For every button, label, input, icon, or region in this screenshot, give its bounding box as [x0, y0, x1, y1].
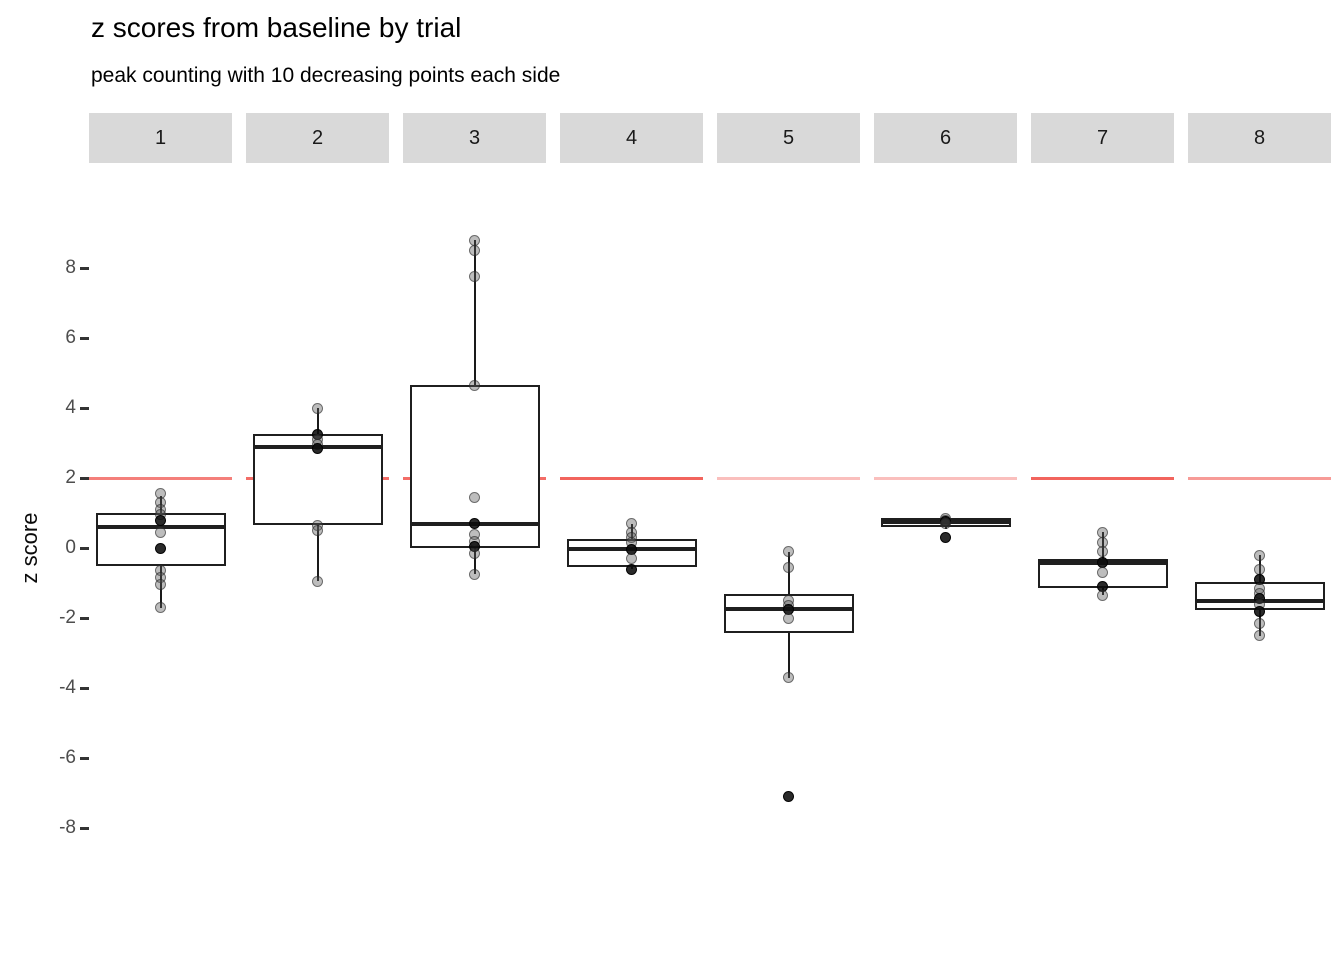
facet-strip-7: 7 — [1031, 113, 1174, 163]
data-point — [626, 553, 637, 564]
reference-line — [89, 476, 232, 480]
facet-strip-label: 6 — [939, 126, 952, 149]
data-point — [783, 546, 794, 557]
y-tick-label: 0 — [65, 537, 76, 558]
chart-subtitle: peak counting with 10 decreasing points … — [91, 64, 561, 87]
facet-panel-2 — [246, 163, 389, 953]
data-point — [469, 245, 480, 256]
reference-line — [560, 476, 703, 480]
data-point — [469, 234, 480, 246]
facet-strip-4: 4 — [560, 113, 703, 163]
data-point — [1097, 589, 1108, 601]
data-point — [1254, 549, 1265, 561]
data-point — [469, 568, 480, 580]
data-point — [469, 271, 480, 283]
y-tick-label: 4 — [65, 397, 76, 418]
facet-strip-2: 2 — [246, 113, 389, 163]
y-tick-mark — [80, 616, 89, 620]
data-point — [1254, 563, 1265, 575]
reference-line — [874, 476, 1017, 480]
data-point — [940, 518, 951, 529]
data-point — [626, 563, 637, 575]
facet-strip-label: 3 — [468, 126, 481, 149]
data-point — [155, 542, 166, 554]
y-tick-label: 2 — [65, 467, 76, 488]
y-tick-label: 8 — [65, 257, 76, 278]
facet-panel-1 — [89, 163, 232, 953]
y-tick-mark — [80, 336, 89, 340]
data-point — [469, 547, 480, 559]
y-tick-mark — [80, 756, 89, 760]
facet-strip-6: 6 — [874, 113, 1017, 163]
facet-panel-8 — [1188, 163, 1331, 953]
facet-strip-label: 7 — [1096, 126, 1109, 149]
data-point — [312, 575, 323, 587]
facet-strip-label: 2 — [311, 126, 324, 149]
facet-panel-5 — [717, 163, 860, 953]
facet-panel-3 — [403, 163, 546, 953]
y-tick-label: 6 — [65, 327, 76, 348]
data-point — [783, 672, 794, 683]
facet-strip-8: 8 — [1188, 113, 1331, 163]
facet-strip-label: 8 — [1253, 126, 1266, 149]
y-tick-label: -2 — [59, 607, 76, 628]
facet-strip-5: 5 — [717, 113, 860, 163]
facet-strip-label: 4 — [625, 126, 638, 149]
reference-line — [1188, 476, 1331, 480]
data-point — [783, 561, 794, 573]
y-tick-mark — [80, 826, 89, 830]
data-point — [155, 579, 166, 591]
data-point — [155, 514, 166, 526]
data-point — [1254, 617, 1265, 629]
data-point — [1254, 630, 1265, 641]
data-point — [1097, 567, 1108, 578]
data-point — [1097, 546, 1108, 557]
facet-strip-3: 3 — [403, 113, 546, 163]
y-tick-label: -8 — [59, 817, 76, 838]
chart-title: z scores from baseline by trial — [91, 12, 462, 43]
y-tick-label: -6 — [59, 747, 76, 768]
y-tick-mark — [80, 266, 89, 270]
data-point — [155, 526, 166, 538]
data-point — [469, 491, 480, 503]
facet-panel-4 — [560, 163, 703, 953]
data-point — [1097, 526, 1108, 538]
data-point — [940, 532, 951, 543]
data-point — [469, 518, 480, 529]
facet-strip-1: 1 — [89, 113, 232, 163]
y-tick-mark — [80, 476, 89, 480]
facet-strip-label: 1 — [154, 126, 167, 149]
data-point — [312, 442, 323, 454]
y-tick-mark — [80, 686, 89, 690]
reference-line — [717, 476, 860, 480]
data-point — [783, 612, 794, 624]
data-point — [469, 379, 480, 391]
facet-strip-label: 5 — [782, 126, 795, 149]
facet-panel-7 — [1031, 163, 1174, 953]
data-point — [155, 602, 166, 613]
data-point — [312, 525, 323, 536]
reference-line — [1031, 476, 1174, 480]
data-point — [783, 791, 794, 802]
y-tick-label: -4 — [59, 677, 76, 698]
data-point — [312, 402, 323, 414]
y-tick-mark — [80, 406, 89, 410]
facet-panel-6 — [874, 163, 1017, 953]
data-point — [1254, 605, 1265, 617]
y-tick-mark — [80, 546, 89, 550]
